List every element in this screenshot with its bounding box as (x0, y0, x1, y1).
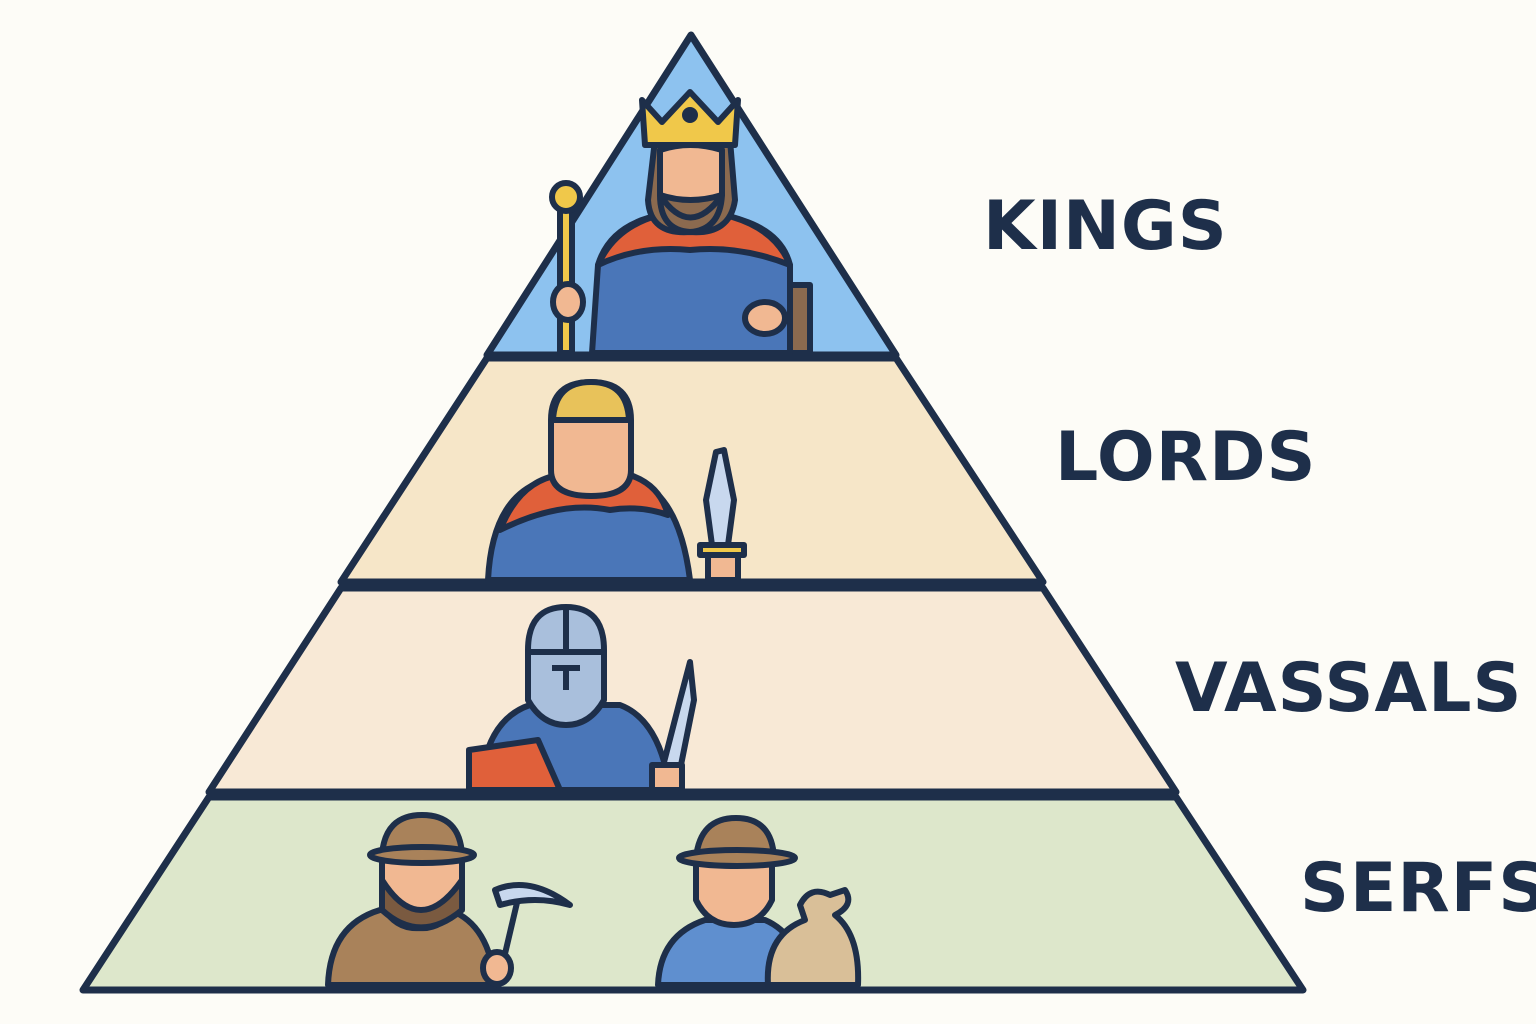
tier-label-vassals: VASSALS (1175, 649, 1523, 728)
tier-label-lords: LORDS (1055, 418, 1317, 497)
king-figure (549, 89, 813, 356)
tier-label-serfs: SERFS (1300, 849, 1536, 928)
vassal-figure (466, 604, 697, 793)
serf-with-sack-figure (655, 815, 862, 988)
lord-figure (485, 379, 747, 583)
tier-label-kings: KINGS (983, 187, 1228, 266)
serf-with-pickaxe-figure (325, 812, 573, 988)
tier-lords (337, 354, 1047, 586)
